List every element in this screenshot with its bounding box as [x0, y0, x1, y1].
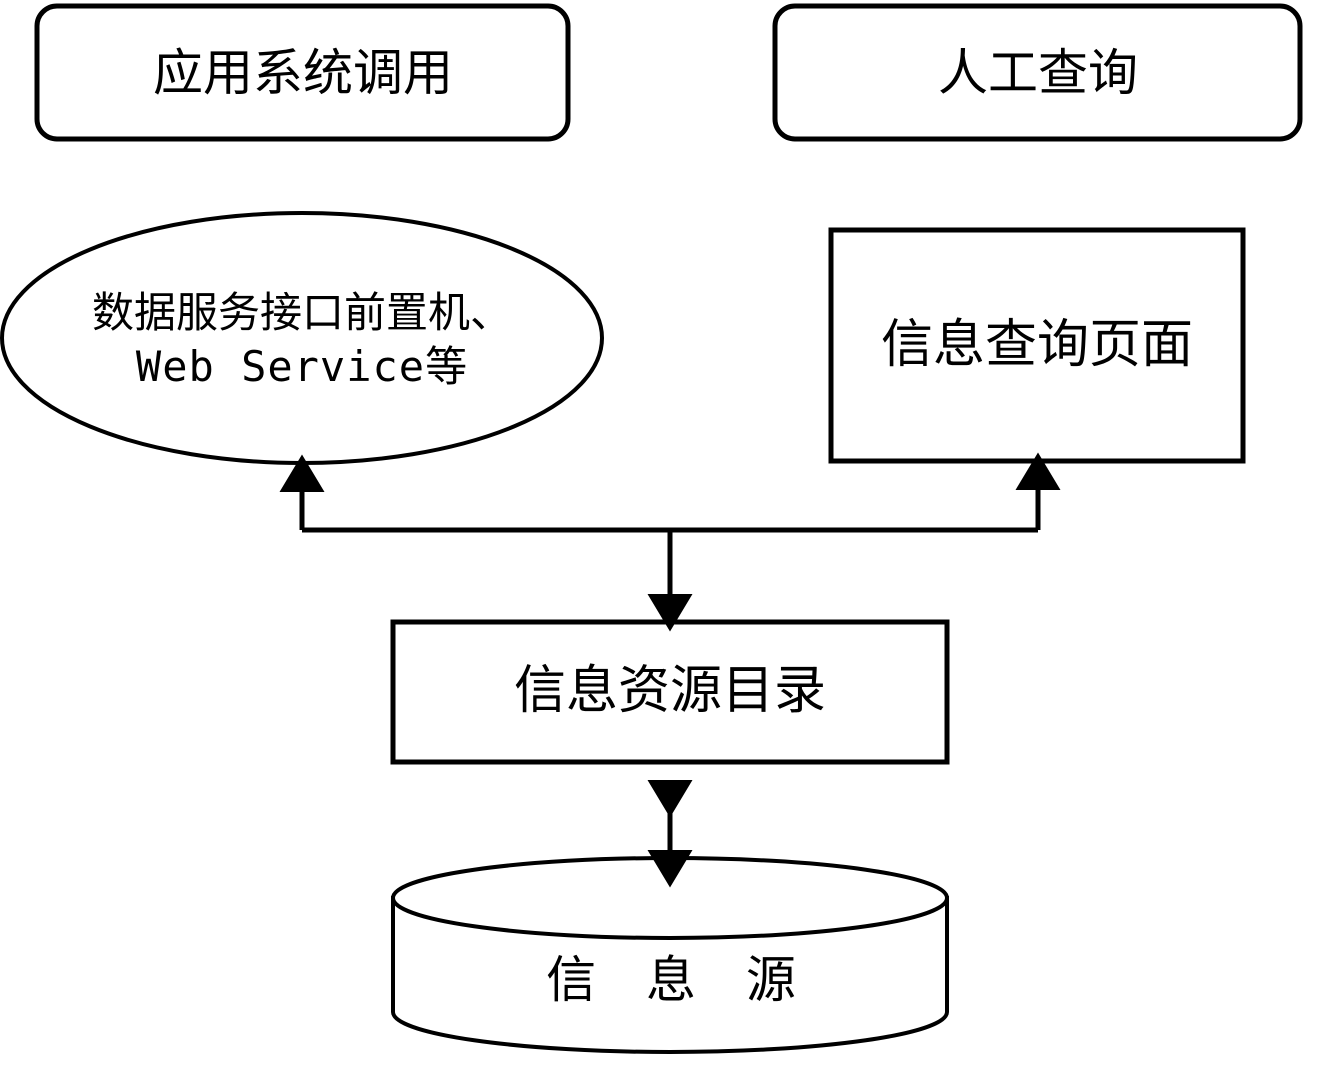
- connector-catalog-to-sources: [279, 452, 1061, 632]
- node-query-page-shape[interactable]: [828, 227, 1246, 464]
- node-interface-host-shape[interactable]: [0, 211, 604, 465]
- node-resource-catalog-shape[interactable]: [390, 619, 950, 765]
- node-app-call-shape[interactable]: [34, 3, 571, 142]
- node-manual-query-shape[interactable]: [772, 3, 1303, 142]
- node-info-source-shape[interactable]: [391, 856, 949, 1054]
